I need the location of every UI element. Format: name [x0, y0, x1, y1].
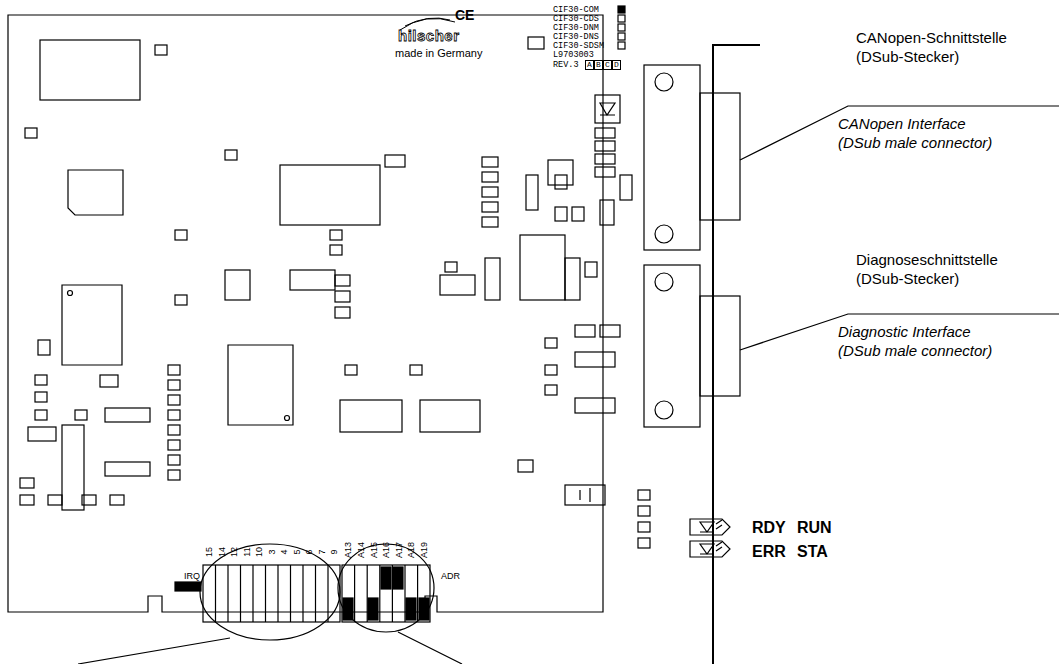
irq-number: 6: [305, 549, 314, 554]
led-name: RDY: [752, 520, 786, 536]
address-line: A19: [419, 542, 428, 558]
callout-text: (DSub-Stecker): [856, 271, 959, 286]
revision-letter: B: [594, 60, 603, 70]
irq-number: 15: [205, 547, 214, 557]
callout-text: CANopen-Schnittstelle: [856, 30, 1007, 45]
revision-letter: D: [612, 60, 621, 70]
callout-text: (DSub male connector): [838, 343, 992, 358]
address-line: A16: [382, 542, 391, 558]
revision-letter: A: [585, 60, 594, 70]
callout-text: Diagnoseschnittstelle: [856, 252, 998, 267]
irq-number: 4: [280, 549, 289, 554]
address-line: A14: [356, 542, 365, 558]
led-name: ERR: [752, 544, 786, 560]
address-line: A13: [344, 542, 353, 558]
part-number: L9703003: [553, 51, 594, 60]
origin-note: made in Germany: [395, 48, 482, 59]
jumper-label: ADR: [441, 572, 460, 581]
address-line: A17: [394, 542, 403, 558]
irq-number: 7: [317, 549, 326, 554]
callout-text: CANopen Interface: [838, 116, 966, 131]
variant-code: CIF30-DNM: [553, 24, 599, 33]
variant-code: CIF30-COM: [553, 6, 599, 15]
led-symbols: [690, 519, 730, 557]
leader-lines: [740, 106, 1059, 350]
variant-code: CIF30-DNS: [553, 33, 599, 42]
callout-text: Diagnostic Interface: [838, 324, 971, 339]
revision-label: REV.3: [553, 61, 579, 70]
callout-text: (DSub male connector): [838, 135, 992, 150]
irq-number: 5: [292, 549, 301, 554]
callout-text: (DSub-Stecker): [856, 49, 959, 64]
irq-number: 9: [330, 549, 339, 554]
jumper-label: IRQ: [184, 572, 200, 581]
irq-number: 14: [217, 547, 226, 557]
variant-code: CIF30-CDS: [553, 15, 599, 24]
maker-logo: hilscher: [398, 28, 460, 43]
address-line: A15: [369, 542, 378, 558]
irq-number: 10: [255, 547, 264, 557]
slot-bracket: [713, 45, 760, 664]
address-line: A18: [407, 542, 416, 558]
dip-switches: [78, 544, 462, 664]
irq-number: 11: [242, 547, 251, 556]
irq-number: 12: [230, 547, 239, 557]
components: [20, 6, 650, 548]
variant-code: CIF30-SDSM: [553, 42, 604, 51]
led-name: RUN: [797, 520, 832, 536]
irq-number: 3: [267, 549, 276, 554]
ce-mark: CE: [455, 8, 474, 22]
dsub-connectors: [644, 65, 740, 427]
led-name: STA: [797, 544, 828, 560]
revision-letter: C: [603, 60, 612, 70]
board-outline: [8, 15, 603, 612]
